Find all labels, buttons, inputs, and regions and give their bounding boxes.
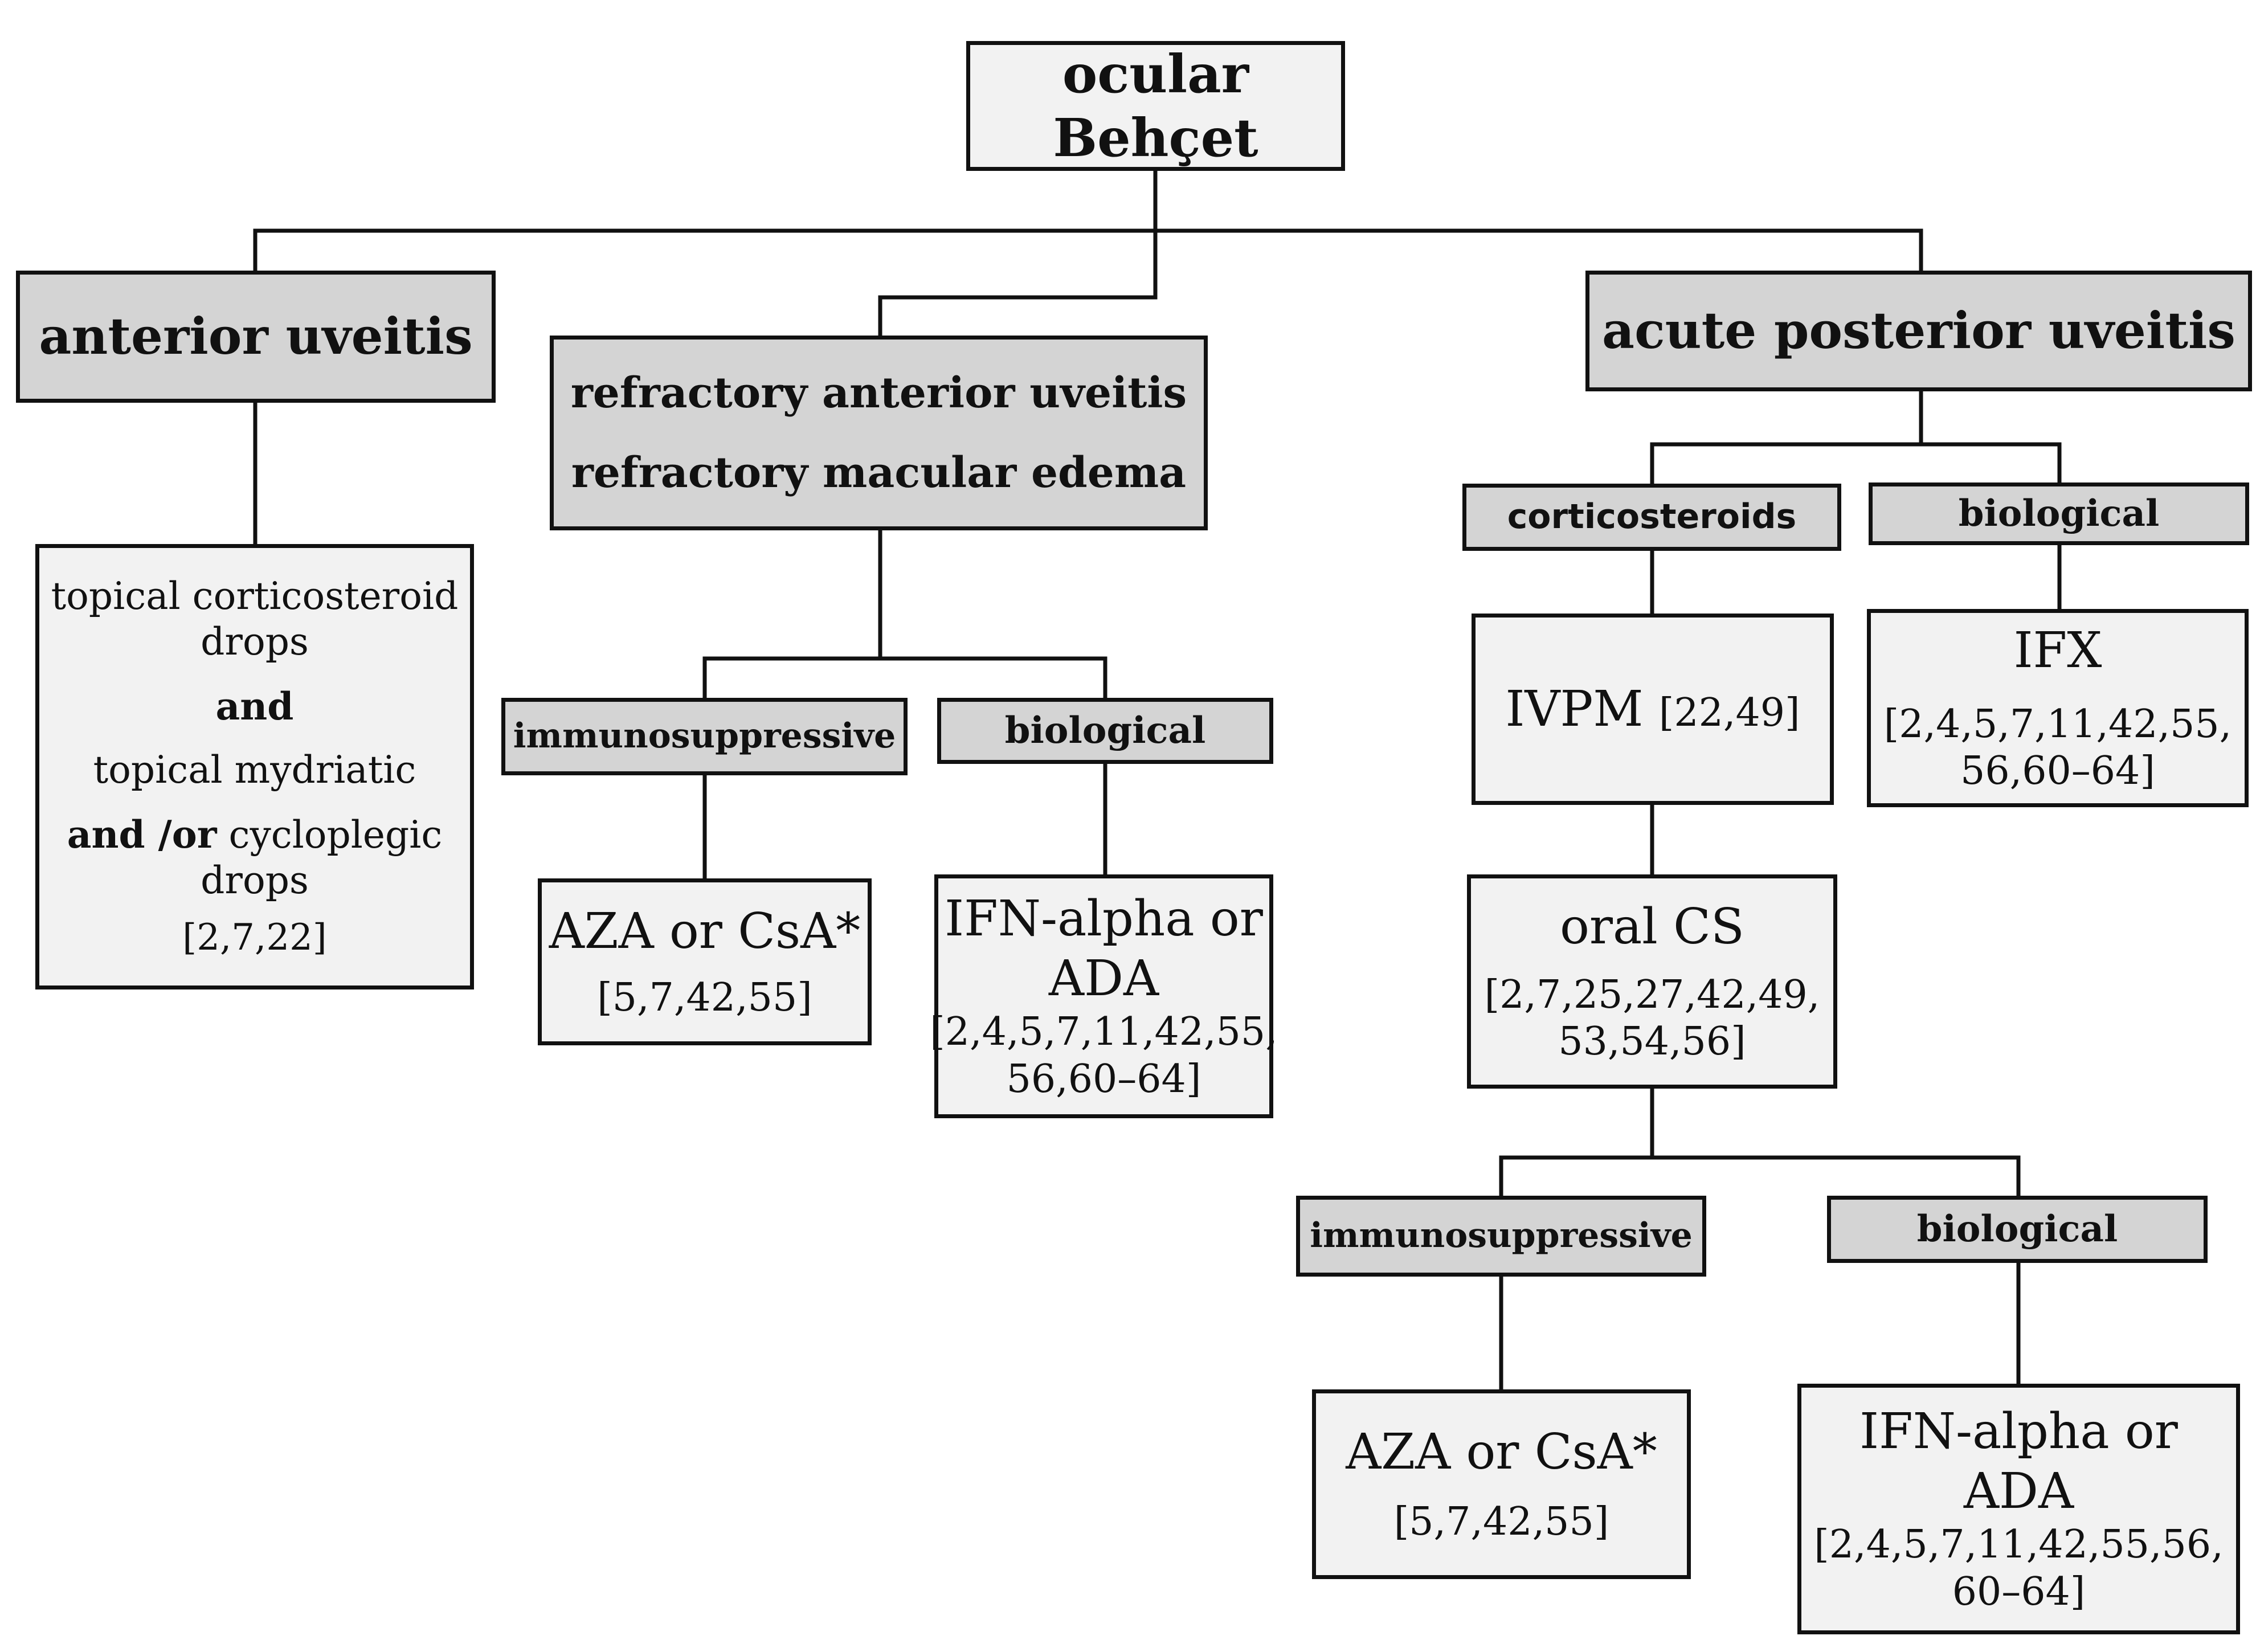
references: [2,7,22] xyxy=(182,917,327,959)
and-connector-text: and xyxy=(215,684,294,729)
category-label: corticosteroids xyxy=(1507,497,1797,537)
immuno-drug-node: AZA or CsA* [5,7,42,55] xyxy=(538,878,872,1045)
drug-name: IFN-alpha or xyxy=(1859,1403,2178,1461)
category-label: biological xyxy=(1004,709,1206,752)
drug-name: IVPM xyxy=(1505,680,1644,738)
references: [5,7,42,55] xyxy=(1393,1499,1609,1545)
cycloplegic-text: cycloplegic xyxy=(228,812,443,857)
immunosuppressive-category-2: immunosuppressive xyxy=(1296,1196,1706,1277)
drug-name: ADA xyxy=(1048,950,1159,1008)
connector-oral-bio xyxy=(1650,1155,2021,1200)
treatment-line: drops xyxy=(201,620,309,664)
biological-category: biological xyxy=(937,698,1273,764)
and-or-text: and /or xyxy=(67,812,217,857)
ivpm-node: IVPM [22,49] xyxy=(1472,614,1834,805)
references: 56,60–64] xyxy=(1960,749,2155,794)
ifx-node: IFX [2,4,5,7,11,42,55, 56,60–64] xyxy=(1867,609,2249,807)
connector-refractory-bio xyxy=(878,656,1107,702)
references: [2,7,25,27,42,49, xyxy=(1484,972,1820,1017)
drug-name: IFX xyxy=(2013,621,2102,679)
references: [5,7,42,55] xyxy=(597,975,812,1021)
posterior-biological-category: biological xyxy=(1869,482,2249,545)
bio-drug-node: IFN-alpha or ADA [2,4,5,7,11,42,55, 56,6… xyxy=(930,874,1278,1118)
corticosteroids-category: corticosteroids xyxy=(1462,484,1841,551)
drug-name: IFN-alpha or xyxy=(945,890,1263,948)
drug-name: AZA or CsA* xyxy=(549,902,861,960)
posterior-uveitis-title: acute posterior uveitis xyxy=(1602,301,2235,361)
connector-root-anterior xyxy=(253,169,1158,275)
references: [2,4,5,7,11,42,55,56, xyxy=(1814,1522,2224,1567)
anterior-uveitis-title: anterior uveitis xyxy=(39,306,473,366)
connector-posterior-branches xyxy=(1650,387,1923,488)
connector-oral-branches xyxy=(1499,1085,1654,1200)
references: 60–64] xyxy=(1952,1569,2086,1614)
refractory-line-1: refractory anterior uveitis xyxy=(570,368,1187,418)
root-node: ocular Behçet xyxy=(966,41,1345,171)
references: [2,4,5,7,11,42,55, xyxy=(930,1009,1278,1054)
anterior-treatment-node: topical corticosteroid drops and topical… xyxy=(35,544,474,989)
bio-drug-node-2: IFN-alpha or ADA [2,4,5,7,11,42,55,56, 6… xyxy=(1797,1384,2240,1634)
references: 53,54,56] xyxy=(1558,1019,1746,1065)
category-label: immunosuppressive xyxy=(1310,1216,1693,1256)
drug-name: ADA xyxy=(1963,1463,2074,1520)
treatment-line: topical mydriatic xyxy=(93,748,416,792)
references: [22,49] xyxy=(1658,690,1800,735)
connector-posterior-bio xyxy=(1919,442,2062,486)
posterior-uveitis-node: acute posterior uveitis xyxy=(1585,271,2252,391)
immuno-drug-node-2: AZA or CsA* [5,7,42,55] xyxy=(1312,1389,1691,1579)
biological-category-2: biological xyxy=(1827,1196,2208,1263)
drug-name: oral CS xyxy=(1560,898,1744,955)
treatment-line: topical corticosteroid xyxy=(51,574,459,618)
connector-root-posterior xyxy=(1153,228,1923,275)
root-title: ocular Behçet xyxy=(1053,43,1258,169)
treatment-line-combined: and /or cycloplegic xyxy=(67,812,443,858)
category-label: biological xyxy=(1916,1207,2118,1250)
anterior-uveitis-node: anterior uveitis xyxy=(16,271,496,403)
category-label: immunosuppressive xyxy=(513,716,896,757)
connector-root-refractory xyxy=(878,228,1158,340)
refractory-node: refractory anterior uveitis refractory m… xyxy=(550,336,1208,530)
references: [2,4,5,7,11,42,55, xyxy=(1883,701,2232,747)
connector-refractory-branches xyxy=(702,526,882,702)
drug-name: AZA or CsA* xyxy=(1346,1423,1657,1481)
oral-cs-node: oral CS [2,7,25,27,42,49, 53,54,56] xyxy=(1467,874,1837,1089)
immunosuppressive-category: immunosuppressive xyxy=(501,698,908,775)
refractory-line-2: refractory macular edema xyxy=(571,448,1187,497)
ivpm-line: IVPM [22,49] xyxy=(1505,680,1800,739)
category-label: biological xyxy=(1958,492,2160,535)
treatment-line: drops xyxy=(201,858,309,903)
references: 56,60–64] xyxy=(1006,1056,1201,1102)
